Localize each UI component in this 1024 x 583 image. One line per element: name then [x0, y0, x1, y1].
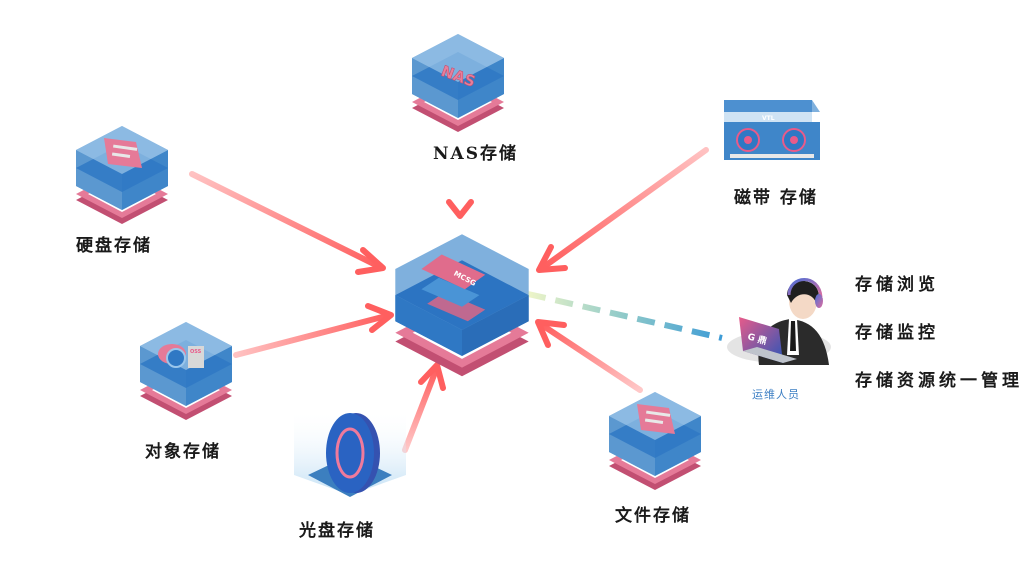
layer-stack-icon: MCSG: [421, 254, 486, 322]
cloud-oss-icon: OSS: [158, 344, 204, 368]
optical-storage-label: 光盘存储: [299, 521, 375, 541]
arrow-from-tape: [536, 147, 709, 273]
oss-icon-text: OSS: [190, 349, 202, 355]
arrow-from-disk: [189, 171, 386, 275]
center-mcsg-node[interactable]: MCSG: [395, 234, 529, 377]
folder-icon: [637, 404, 675, 434]
laptop-icon: G 鼎: [739, 317, 797, 363]
arrow-from-object: [233, 303, 394, 358]
disk-storage-label: 硬盘存储: [76, 236, 152, 256]
feature-unified-management: 存储资源统一管理: [855, 371, 1023, 391]
operator-figure[interactable]: G 鼎: [727, 278, 831, 366]
arrow-from-file: [535, 319, 643, 393]
arrow-from-optical: [402, 362, 446, 453]
folder-icon: [104, 138, 142, 168]
feature-storage-browse: 存储浏览: [855, 275, 939, 295]
object-storage-node[interactable]: OSS: [140, 322, 232, 420]
arrow-from-nas: [446, 157, 474, 219]
disk-storage-node[interactable]: [76, 126, 168, 224]
file-storage-label: 文件存储: [615, 506, 691, 526]
object-storage-label: 对象存储: [145, 442, 221, 462]
optical-storage-node[interactable]: [294, 409, 406, 497]
nas-storage-label: NAS存储: [433, 144, 519, 164]
file-storage-node[interactable]: [609, 392, 701, 490]
nas-storage-node[interactable]: NAS: [412, 34, 504, 132]
dashed-link-operator: [527, 291, 723, 341]
tape-storage-label: 磁带 存储: [734, 188, 818, 208]
feature-storage-monitor: 存储监控: [855, 323, 939, 343]
tape-storage-node[interactable]: VTL: [724, 100, 820, 160]
headset-icon: [787, 278, 823, 298]
tape-icon-text: VTL: [762, 115, 775, 122]
operator-caption: 运维人员: [752, 388, 800, 401]
